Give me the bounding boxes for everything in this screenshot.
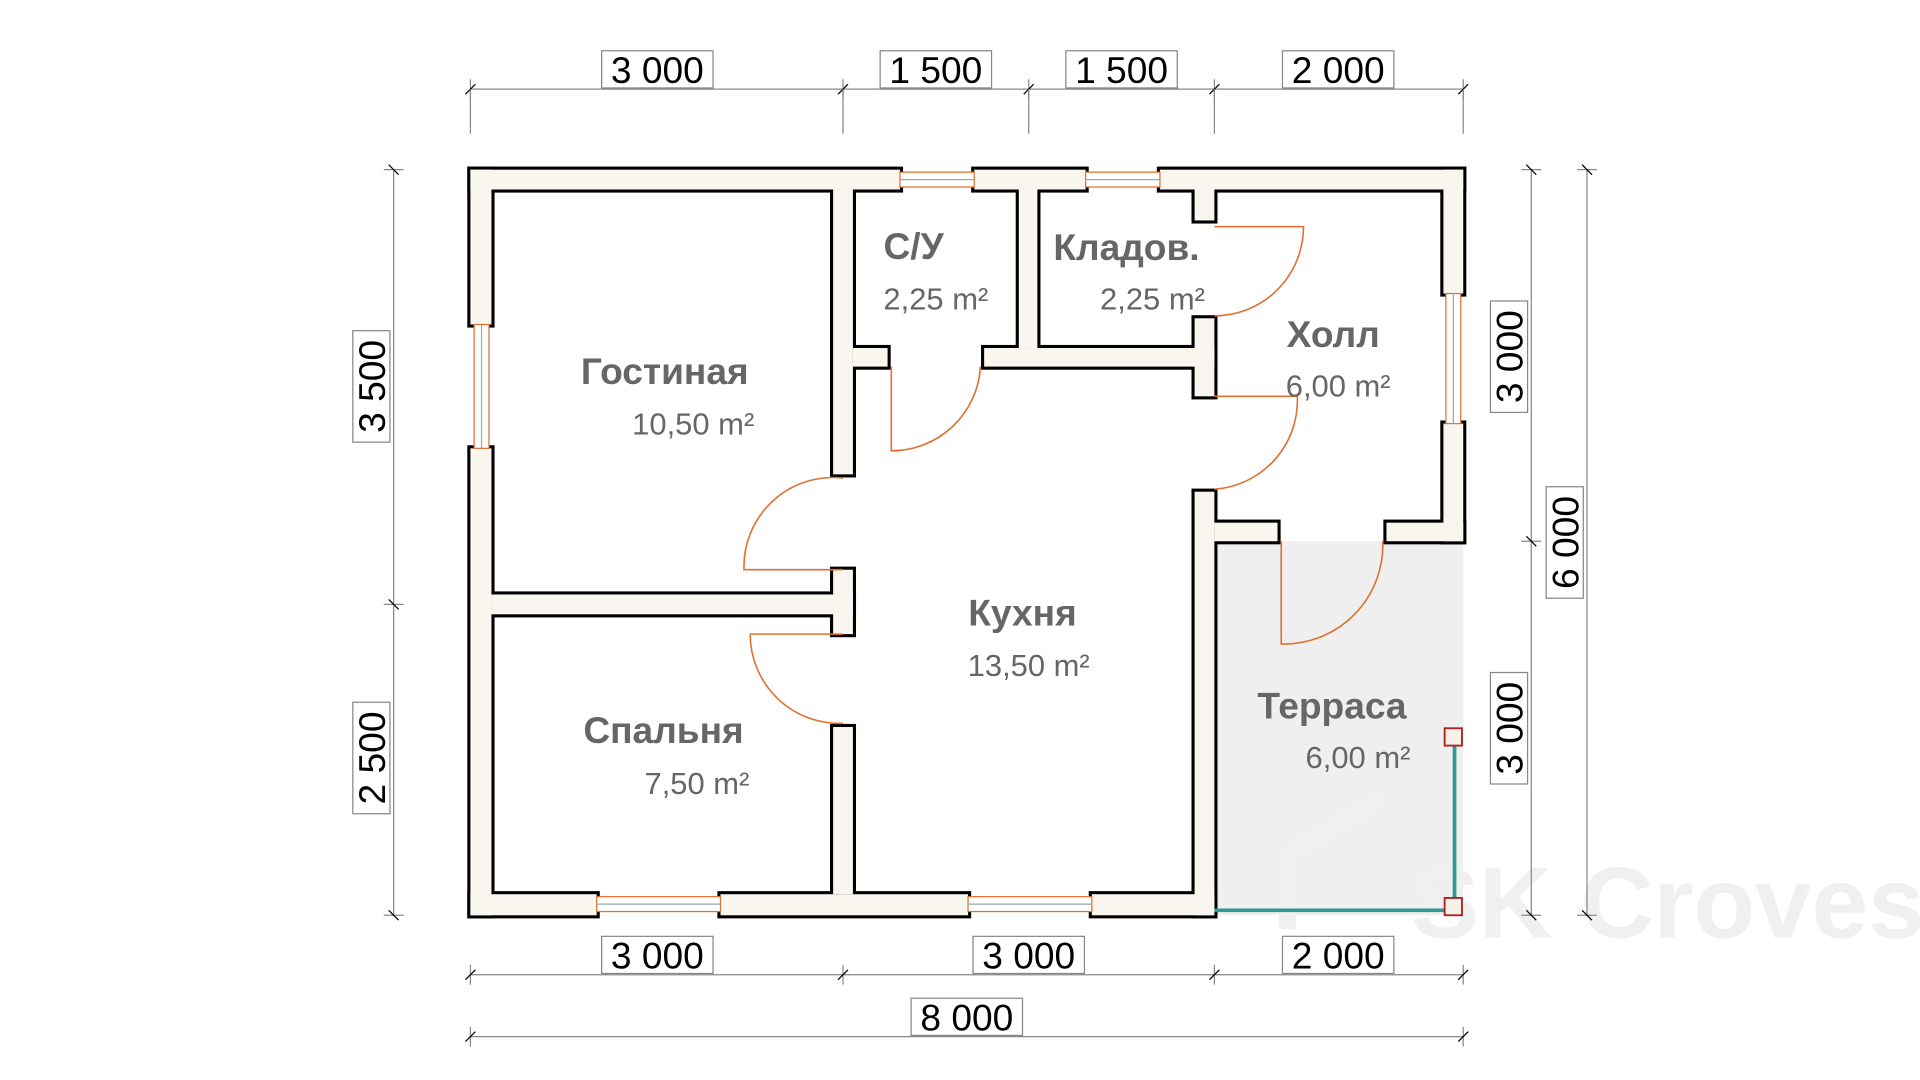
door-hall-kitchen xyxy=(1214,395,1299,491)
wall xyxy=(984,348,1215,367)
door-terrace xyxy=(1280,541,1384,645)
room-area: 7,50 m² xyxy=(645,766,750,801)
svg-text:3 000: 3 000 xyxy=(1489,310,1531,403)
svg-text:1 500: 1 500 xyxy=(889,49,982,91)
dimension-line xyxy=(837,969,849,981)
dim-label: 2 000 xyxy=(1281,935,1395,977)
wall xyxy=(1443,423,1464,542)
door-bedroom xyxy=(749,633,844,725)
walls xyxy=(467,166,1467,919)
windows xyxy=(473,171,1462,913)
svg-text:1 500: 1 500 xyxy=(1075,49,1168,91)
dim-label: 6 000 xyxy=(1544,486,1586,599)
dim-label: 1 500 xyxy=(879,49,993,91)
dim-label: 3 000 xyxy=(1489,300,1531,414)
wall xyxy=(852,348,888,367)
wall xyxy=(720,894,969,916)
room-name: Холл xyxy=(1287,313,1380,355)
door-su xyxy=(890,366,982,452)
svg-text:6 000: 6 000 xyxy=(1544,496,1586,589)
svg-text:2 000: 2 000 xyxy=(1292,49,1385,91)
room-area: 2,25 m² xyxy=(883,282,988,317)
svg-text:3 500: 3 500 xyxy=(351,340,393,433)
wall xyxy=(1194,189,1215,221)
dimension-line xyxy=(465,1031,476,1043)
dimension-line xyxy=(1581,164,1593,176)
dimension-line xyxy=(1581,909,1593,921)
terrace-area xyxy=(1214,541,1464,916)
svg-text:3 000: 3 000 xyxy=(611,49,704,91)
dimension-line xyxy=(1525,535,1537,547)
dim-label: 3 500 xyxy=(351,330,393,443)
wall xyxy=(974,169,1086,190)
dim-label: 3 000 xyxy=(972,935,1086,977)
wall xyxy=(470,894,597,916)
room-name: Гостиная xyxy=(581,350,749,392)
wall xyxy=(833,727,853,895)
post-icon xyxy=(1443,727,1463,747)
dimension-line xyxy=(388,909,400,921)
wall xyxy=(1214,522,1278,542)
door-kladov xyxy=(1214,225,1305,317)
wall xyxy=(1194,491,1215,916)
terrace-railing xyxy=(1214,727,1463,917)
room-name: Кухня xyxy=(968,591,1076,633)
dimension-line xyxy=(1457,969,1469,981)
wall xyxy=(470,448,492,916)
wall xyxy=(491,594,853,615)
room-name: Кладов. xyxy=(1053,226,1199,268)
dimension-line xyxy=(388,599,400,610)
dim-label: 3 000 xyxy=(1489,671,1531,785)
door-living xyxy=(743,476,844,571)
wall xyxy=(1159,169,1464,190)
wall xyxy=(1386,522,1464,542)
wall xyxy=(1018,189,1038,349)
room-name: Терраса xyxy=(1257,684,1407,726)
room-labels: Гостиная 10,50 m² С/У 2,25 m² Кладов. 2,… xyxy=(581,225,1411,801)
dimension-line xyxy=(465,969,476,981)
dimension-line xyxy=(1525,164,1537,176)
room-name: Спальня xyxy=(583,709,743,751)
room-area: 6,00 m² xyxy=(1306,740,1411,775)
room-name: С/У xyxy=(883,225,944,267)
dim-label: 2 500 xyxy=(351,701,393,815)
doors xyxy=(743,225,1384,725)
dimension-lines xyxy=(383,79,1597,1047)
room-area: 6,00 m² xyxy=(1286,368,1391,403)
dim-label: 3 000 xyxy=(601,49,714,91)
room-area: 13,50 m² xyxy=(968,648,1090,683)
svg-text:3 000: 3 000 xyxy=(611,935,704,977)
post-icon xyxy=(1443,897,1463,917)
watermark-logo: SK Croves xyxy=(1278,791,1920,960)
dimension-line xyxy=(1209,969,1220,981)
dim-label: 3 000 xyxy=(601,935,714,977)
wall xyxy=(1091,894,1215,916)
svg-text:SK Croves: SK Croves xyxy=(1411,846,1920,960)
svg-text:2 000: 2 000 xyxy=(1292,935,1385,977)
svg-text:3 000: 3 000 xyxy=(1489,682,1531,775)
dimension-line xyxy=(1525,909,1537,921)
svg-text:8 000: 8 000 xyxy=(920,996,1013,1038)
wall xyxy=(470,169,900,190)
dimension-labels: 3 000 1 500 1 500 2 000 3 000 3 000 2 00… xyxy=(351,49,1586,1038)
dimension-line xyxy=(388,164,400,176)
room-area: 10,50 m² xyxy=(632,407,754,442)
dim-label: 8 000 xyxy=(910,996,1024,1038)
dim-label: 2 000 xyxy=(1281,49,1395,91)
svg-text:3 000: 3 000 xyxy=(982,935,1075,977)
dim-label: 1 500 xyxy=(1065,49,1178,91)
wall xyxy=(833,189,853,475)
svg-text:2 500: 2 500 xyxy=(351,712,393,805)
wall xyxy=(470,169,492,325)
wall xyxy=(1443,169,1464,294)
dimension-line xyxy=(1457,1031,1469,1043)
room-area: 2,25 m² xyxy=(1100,282,1205,317)
